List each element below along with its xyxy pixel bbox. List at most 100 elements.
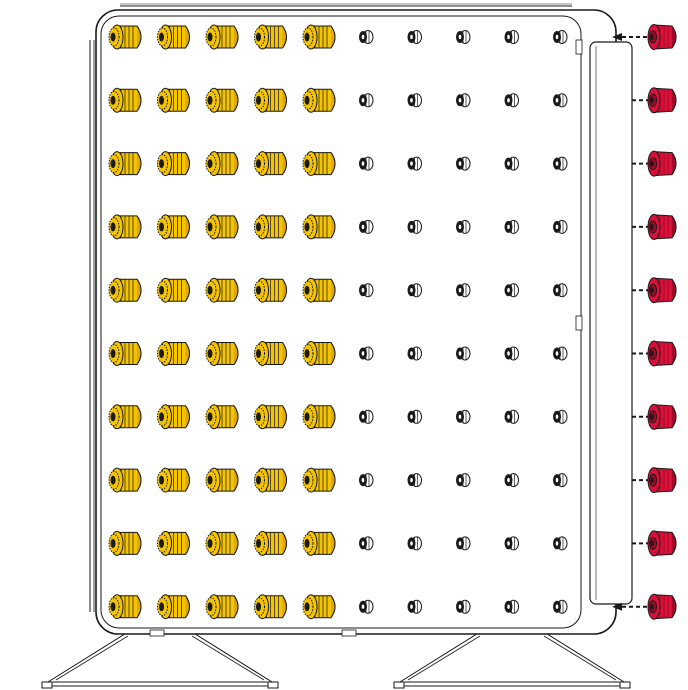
yellow-threaded-connector-icon [302,530,336,556]
yellow-threaded-connector-icon [157,467,190,493]
empty-socket-icon [456,473,471,488]
empty-socket-icon [456,599,471,614]
connector-row [108,530,568,556]
empty-socket-icon [553,30,568,44]
empty-socket-icon [553,473,568,488]
empty-socket-icon [553,536,568,551]
connector-row [108,151,568,177]
yellow-threaded-connector-icon [302,214,336,240]
connector-row [108,467,568,493]
connector-row [108,341,568,366]
yellow-threaded-connector-icon [108,530,142,556]
yellow-threaded-connector-icon [302,341,336,366]
yellow-threaded-connector-icon [302,594,336,620]
yellow-threaded-connector-icon [205,277,239,303]
connector-grid [108,24,568,620]
empty-socket-icon [359,536,374,551]
yellow-threaded-connector-icon [108,341,142,366]
empty-socket-icon [407,346,422,361]
empty-socket-icon [553,346,568,361]
yellow-threaded-connector-icon [108,87,142,113]
connector-row [108,24,568,50]
empty-socket-icon [456,30,471,44]
empty-socket-icon [407,156,422,171]
yellow-threaded-connector-icon [205,87,239,113]
yellow-threaded-connector-icon [205,214,239,240]
empty-socket-icon [359,30,374,44]
yellow-threaded-connector-icon [302,87,336,113]
side-connector [612,24,677,50]
side-connector [632,277,677,304]
yellow-threaded-connector-icon [108,24,142,50]
right-rail [589,41,633,605]
empty-socket-icon [456,93,471,108]
yellow-threaded-connector-icon [254,214,287,240]
empty-socket-icon [407,283,422,298]
yellow-threaded-connector-icon [302,151,336,177]
empty-socket-icon [504,346,519,361]
yellow-threaded-connector-icon [157,24,190,50]
yellow-threaded-connector-icon [254,24,287,50]
connector-row [108,594,568,620]
arrow-head-icon [612,602,622,611]
yellow-threaded-connector-icon [254,341,287,366]
yellow-threaded-connector-icon [157,341,190,366]
side-connector-column [612,24,677,620]
empty-socket-icon [456,156,471,171]
connector-row [108,87,568,113]
empty-socket-icon [359,409,374,424]
empty-socket-icon [407,30,422,44]
yellow-threaded-connector-icon [254,594,287,620]
red-connector-icon [647,24,677,50]
empty-socket-icon [456,283,471,298]
yellow-threaded-connector-icon [157,530,190,556]
empty-socket-icon [456,219,471,234]
yellow-threaded-connector-icon [108,404,142,430]
empty-socket-icon [504,30,519,44]
yellow-threaded-connector-icon [205,594,239,620]
empty-socket-icon [504,473,519,488]
yellow-threaded-connector-icon [157,277,190,303]
empty-socket-icon [456,409,471,424]
side-connector [632,87,677,114]
yellow-threaded-connector-icon [254,467,287,493]
yellow-threaded-connector-icon [157,594,190,620]
empty-socket-icon [553,93,568,108]
connector-row [108,214,568,240]
yellow-threaded-connector-icon [302,404,336,430]
empty-socket-icon [407,409,422,424]
red-connector-icon [647,213,677,240]
side-connector [632,467,677,494]
yellow-threaded-connector-icon [108,151,142,177]
empty-socket-icon [504,219,519,234]
red-connector-icon [647,340,677,367]
yellow-threaded-connector-icon [302,467,336,493]
right-stand [393,631,631,689]
empty-socket-icon [553,156,568,171]
red-connector-icon [647,87,677,114]
yellow-threaded-connector-icon [254,530,287,556]
connector-row [108,404,568,430]
empty-socket-icon [553,283,568,298]
side-connector [632,340,677,367]
arrow-head-icon [612,33,622,41]
empty-socket-icon [359,93,374,108]
empty-socket-icon [553,599,568,614]
empty-socket-icon [359,156,374,171]
yellow-threaded-connector-icon [302,277,336,303]
yellow-threaded-connector-icon [254,404,287,430]
left-stand [41,631,279,689]
empty-socket-icon [456,346,471,361]
yellow-threaded-connector-icon [108,594,142,620]
empty-socket-icon [504,536,519,551]
empty-socket-icon [504,409,519,424]
empty-socket-icon [359,283,374,298]
empty-socket-icon [407,473,422,488]
yellow-threaded-connector-icon [205,151,239,177]
yellow-threaded-connector-icon [205,467,239,493]
empty-socket-icon [407,93,422,108]
yellow-threaded-connector-icon [254,277,287,303]
yellow-threaded-connector-icon [302,24,336,50]
empty-socket-icon [504,599,519,614]
yellow-threaded-connector-icon [205,530,239,556]
